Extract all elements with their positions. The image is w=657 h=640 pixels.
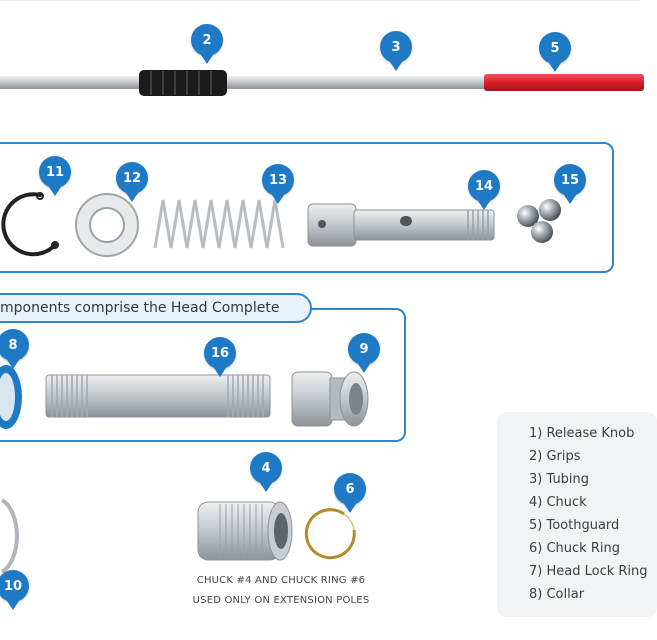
pole-assembly [0, 70, 644, 96]
head-lock-ring-part [0, 498, 19, 574]
legend-item: 5) Toothguard [529, 518, 620, 533]
callout-6: 6 [334, 473, 366, 505]
callout-8: 8 [0, 329, 29, 361]
collar-part [0, 365, 22, 429]
parts-legend: 1) Release Knob 2) Grips 3) Tubing 4) Ch… [497, 412, 657, 617]
callout-9: 9 [348, 333, 380, 365]
diagram-frame [0, 0, 640, 1]
legend-item: 4) Chuck [529, 495, 587, 510]
tubing-part [0, 76, 490, 89]
legend-item: 2) Grips [529, 449, 581, 464]
callout-2: 2 [191, 24, 223, 56]
threaded-nipple-part [45, 374, 271, 418]
callout-3: 3 [380, 31, 412, 63]
callout-16: 16 [204, 337, 236, 369]
shaft-part [307, 203, 495, 247]
extension-pole-note-line1: CHUCK #4 AND CHUCK RING #6 [196, 575, 366, 586]
extension-pole-note-line2: USED ONLY ON EXTENSION POLES [192, 595, 370, 606]
washer-part [75, 193, 139, 257]
callout-14: 14 [468, 170, 500, 202]
snap-ring-part [1, 192, 59, 257]
callout-13: 13 [262, 164, 294, 196]
callout-11: 11 [39, 156, 71, 188]
callout-10: 10 [0, 570, 29, 602]
callout-5: 5 [539, 32, 571, 64]
spring-part [153, 199, 285, 249]
head-complete-banner: mponents comprise the Head Complete [0, 293, 312, 323]
callout-12: 12 [116, 162, 148, 194]
chuck-ring-part [304, 508, 356, 560]
toothguard-part [484, 74, 644, 91]
legend-item: 6) Chuck Ring [529, 541, 620, 556]
chuck-part [197, 501, 293, 561]
legend-item: 3) Tubing [529, 472, 590, 487]
legend-item: 8) Collar [529, 587, 585, 602]
callout-4: 4 [250, 452, 282, 484]
lock-head-part [291, 371, 369, 427]
legend-item: 7) Head Lock Ring [529, 564, 648, 579]
grip-part [139, 70, 227, 96]
ball-bearings-part [517, 199, 561, 243]
callout-15: 15 [554, 164, 586, 196]
legend-item: 1) Release Knob [529, 426, 635, 441]
